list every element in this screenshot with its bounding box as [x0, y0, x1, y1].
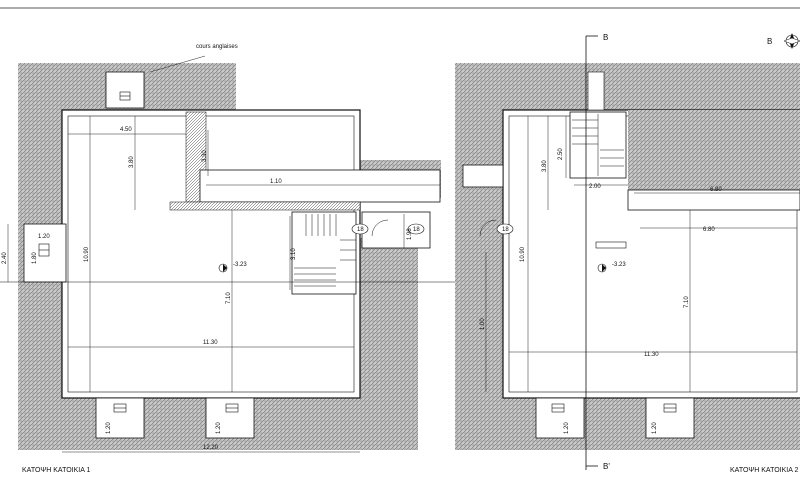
- dim-left-7: 1.20: [38, 234, 50, 240]
- dim-left-4: 11.30: [203, 340, 218, 346]
- section-line: [585, 35, 598, 470]
- dim-left-12: 3.10: [291, 248, 297, 260]
- plan-caption-left: ΚΑΤΟΨΗ ΚΑΤΟΙΚΙΑ 1: [22, 467, 90, 474]
- level-marker-right: [597, 263, 607, 273]
- dim-left-5: 7.10: [226, 292, 232, 304]
- lightwell-mid: [462, 164, 504, 188]
- stair-left-treads: [294, 214, 356, 287]
- level-marker-left: [218, 263, 228, 273]
- north-label: B: [767, 37, 772, 46]
- stair-tag-2: 18: [413, 227, 420, 233]
- dim-left-11: 1.80: [32, 252, 38, 264]
- stair-tag-right: [496, 223, 514, 235]
- lightwell-bottom-left-2: [205, 397, 255, 439]
- corridor-left: [199, 169, 441, 203]
- dim-left-15: 3.30: [202, 150, 208, 162]
- dim-right-2: 2.50: [558, 148, 564, 160]
- upper-block-right: [628, 110, 800, 190]
- section-label-top: B: [603, 33, 608, 42]
- dim-right-5: 6.80: [703, 227, 715, 233]
- level-label-left: -3.23: [233, 262, 247, 268]
- stair-tags-left: [351, 223, 425, 235]
- dim-left-13: 1.98: [407, 228, 413, 240]
- level-label-right: -3.23: [612, 262, 626, 268]
- dim-right-8: 11.30: [644, 352, 659, 358]
- dim-right-4: 6.80: [710, 187, 722, 193]
- dim-right-6: 10.90: [520, 246, 526, 262]
- plan-caption-right: ΚΑΤΟΨΗ ΚΑΤΟΙΚΙΑ 2: [730, 467, 798, 474]
- dim-right-10: 1.20: [652, 422, 658, 434]
- stair-right-treads: [572, 114, 624, 176]
- lightwell-top-left: [105, 71, 145, 109]
- corridor-left-wall: [169, 201, 361, 211]
- window-icons-right: [551, 241, 677, 413]
- plan-left: [0, 55, 800, 453]
- door-swing-left: [371, 219, 389, 237]
- dim-left-14: 1.10: [270, 179, 282, 185]
- shaft-right: [587, 71, 605, 111]
- dim-left-9: 1.20: [216, 422, 222, 434]
- stair-tag-1: 18: [357, 227, 364, 233]
- dim-left-10: 2.40: [2, 252, 8, 264]
- dimension-lines-right: [485, 116, 800, 392]
- dim-left-8: 1.20: [106, 422, 112, 434]
- dim-right-3: 2.00: [589, 184, 601, 190]
- upper-corridor-right: [627, 189, 800, 211]
- dim-right-7: 7.10: [684, 296, 690, 308]
- dim-right-1: 3.80: [542, 160, 548, 172]
- plan-right: [455, 63, 800, 450]
- dim-right-11: 1.00: [480, 318, 486, 330]
- dim-left-6: 12.20: [203, 445, 219, 451]
- dim-left-1: 4.50: [120, 127, 132, 133]
- annotation-cours-anglaises: cours anglaises: [196, 44, 238, 50]
- stair-tag-3: 18: [502, 227, 509, 233]
- dim-left-2: 3.80: [129, 156, 135, 168]
- north-arrow-icon: [783, 33, 800, 49]
- dim-left-3: 10.90: [84, 246, 90, 262]
- dim-right-9: 1.20: [564, 422, 570, 434]
- section-label-bottom: B': [603, 462, 610, 471]
- door-swing-right: [479, 219, 497, 237]
